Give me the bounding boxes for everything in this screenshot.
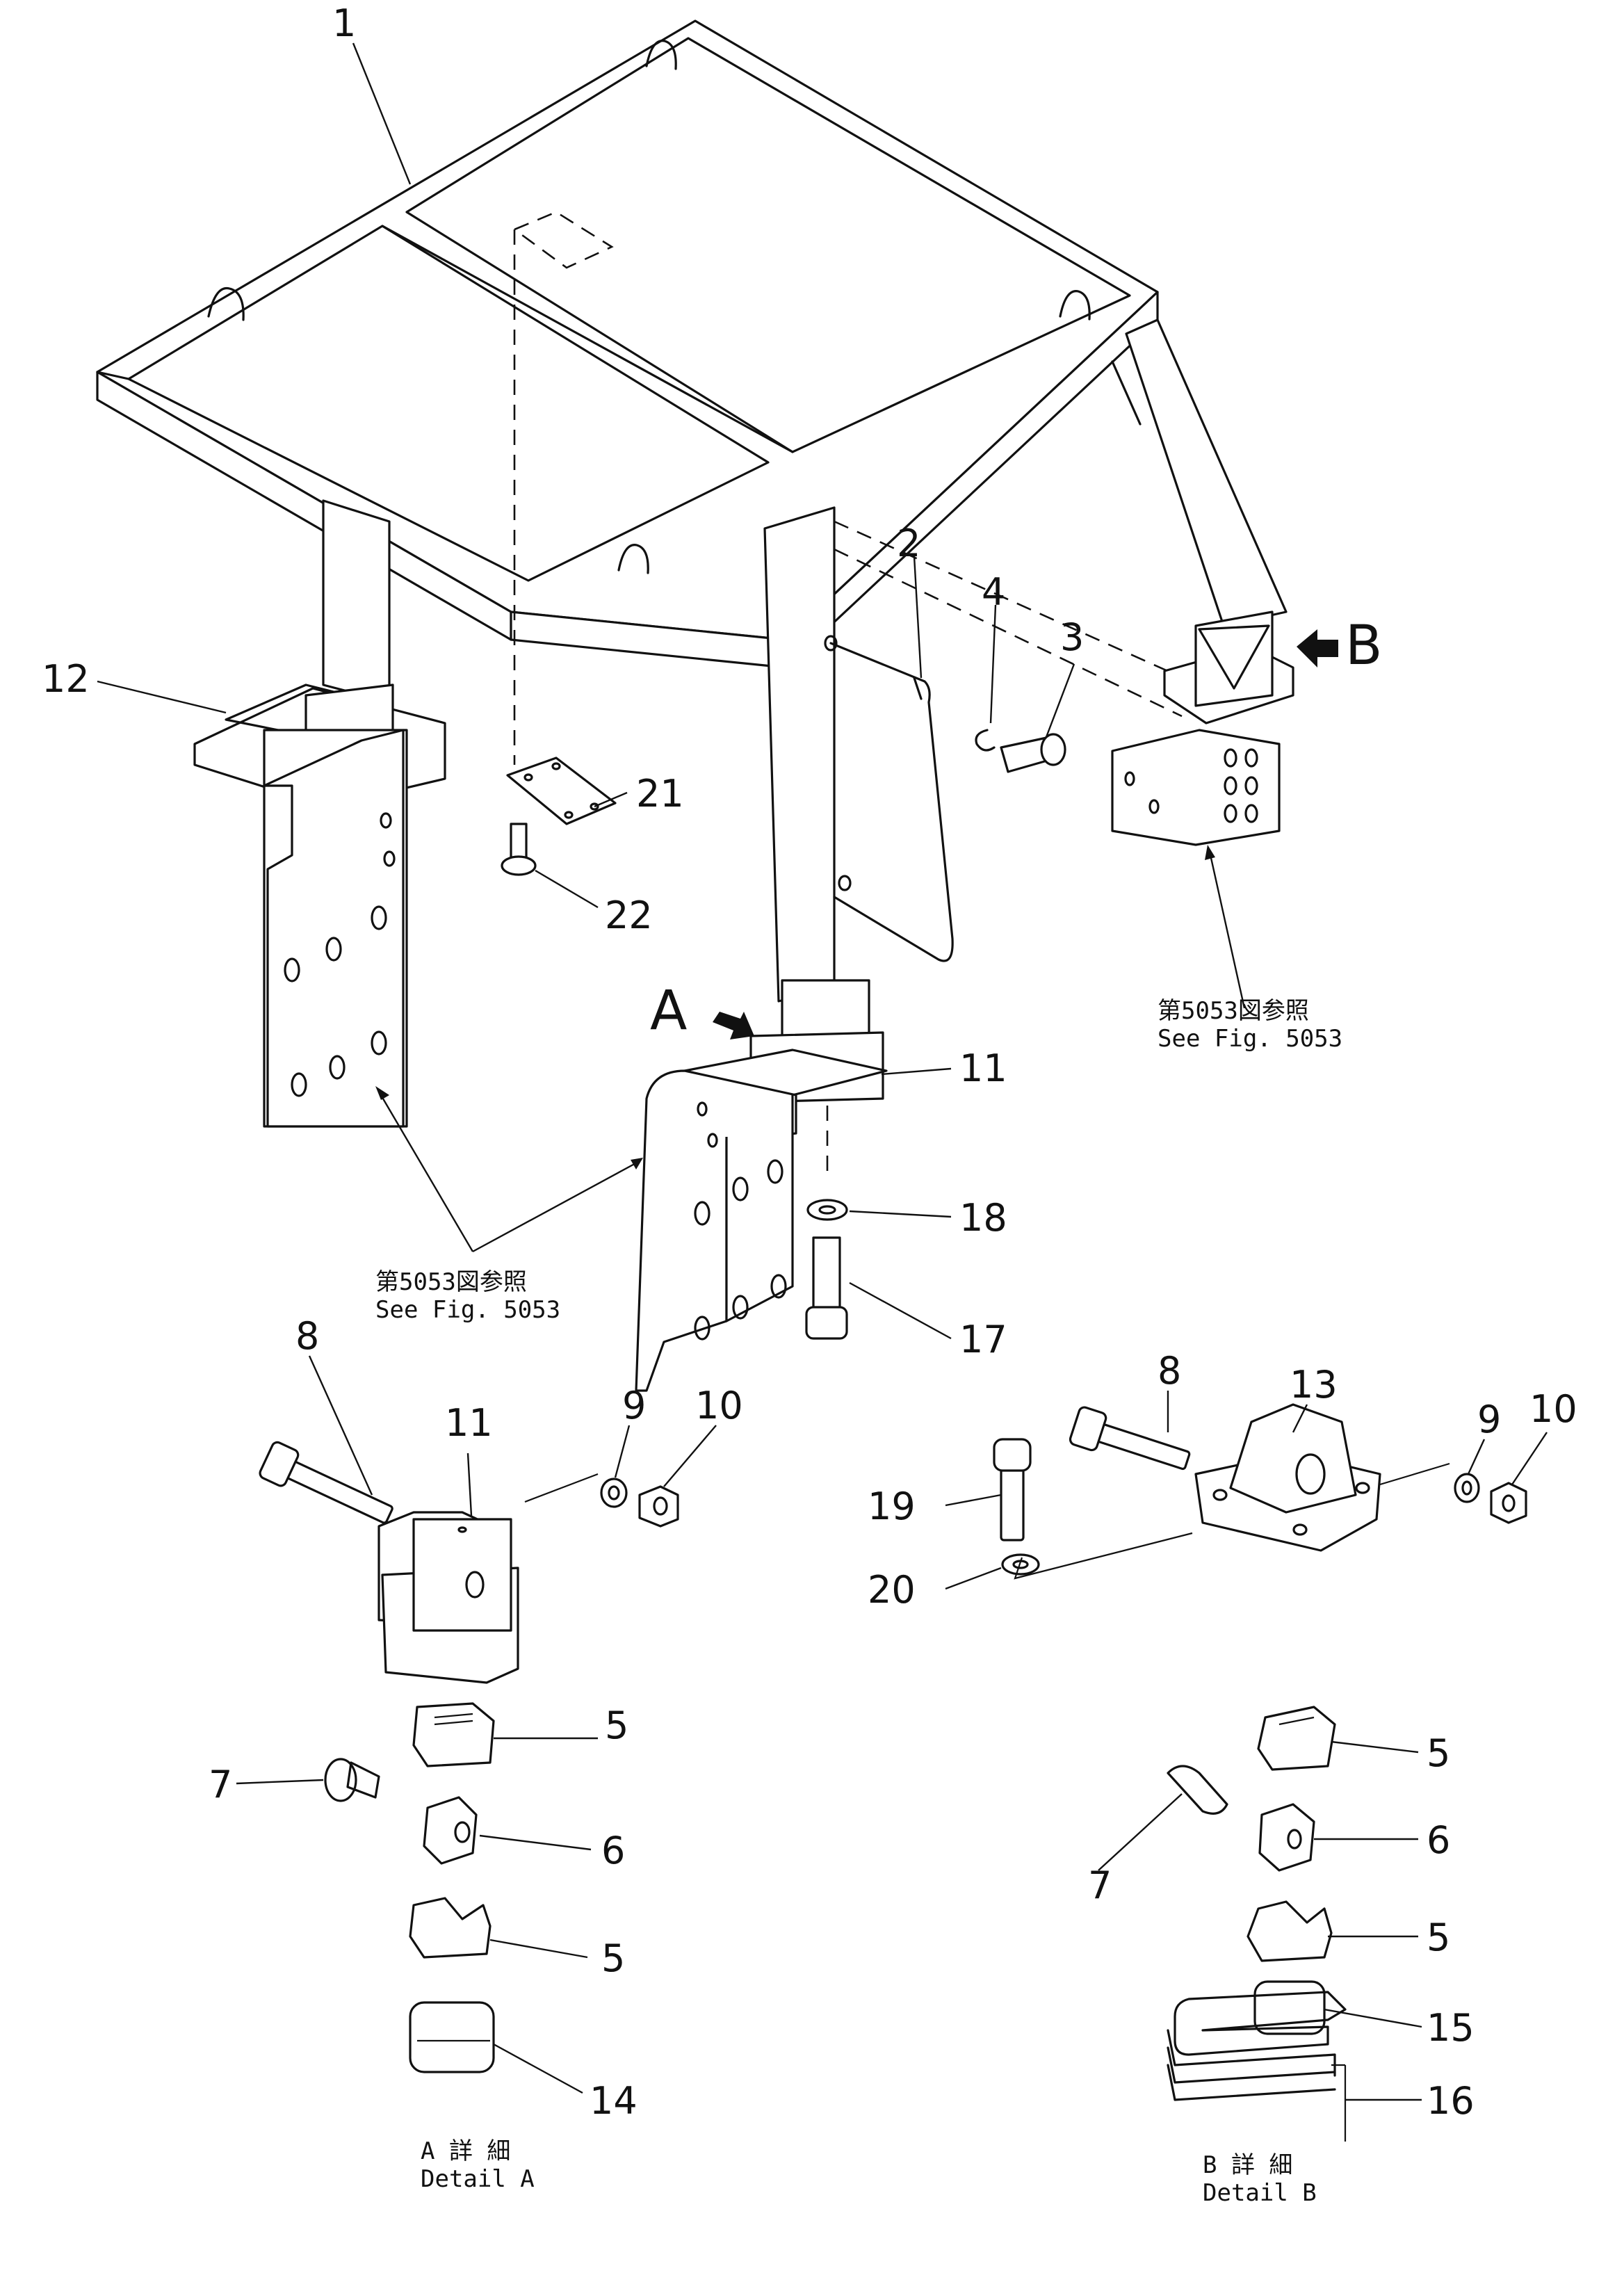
callout-19: 19 <box>868 1484 916 1528</box>
callout-12: 12 <box>42 657 90 701</box>
callout-4: 4 <box>982 570 1005 614</box>
callout-7-detail-b: 7 <box>1088 1863 1112 1907</box>
callout-11-main: 11 <box>959 1046 1007 1090</box>
callout-1: 1 <box>332 1 356 45</box>
center-mount-assembly <box>635 979 888 1392</box>
right-mount-assembly <box>1111 610 1294 846</box>
callout-5-bottom-detail-a: 5 <box>601 1936 625 1980</box>
bolt-holes-right <box>1124 748 1258 823</box>
callout-numbers: 1 2 4 3 12 21 22 11 18 17 8 11 9 10 5 7 … <box>42 1 1577 2123</box>
detail-captions: A 詳 細 Detail A B 詳 細 Detail B <box>421 2137 1317 2207</box>
detail-a-en: Detail A <box>421 2165 535 2193</box>
canopy-frame <box>96 19 1159 765</box>
callout-21: 21 <box>636 772 684 816</box>
callout-3: 3 <box>1060 615 1084 659</box>
callout-6-detail-b: 6 <box>1427 1818 1450 1862</box>
view-marker-b: B <box>1345 615 1383 677</box>
callout-20: 20 <box>868 1568 916 1612</box>
callout-18: 18 <box>959 1196 1007 1240</box>
callout-8-detail-a: 8 <box>295 1314 319 1358</box>
callout-10-detail-a: 10 <box>695 1384 743 1427</box>
callout-7-detail-a: 7 <box>209 1763 232 1806</box>
callout-22: 22 <box>605 893 653 937</box>
callout-9-detail-b: 9 <box>1477 1398 1501 1441</box>
reference-left-en: See Fig. 5053 <box>375 1296 560 1324</box>
detail-b-en: Detail B <box>1203 2179 1317 2207</box>
callout-10-detail-b: 10 <box>1529 1387 1577 1431</box>
detail-a-parts <box>259 1441 679 2073</box>
callout-16: 16 <box>1427 2079 1475 2123</box>
cover-plate-and-screw <box>501 756 617 876</box>
reference-right-en: See Fig. 5053 <box>1158 1025 1342 1053</box>
detail-b-jp: B 詳 細 <box>1203 2151 1292 2179</box>
detail-b-parts <box>993 1403 1527 2101</box>
callout-5-top-detail-b: 5 <box>1427 1731 1450 1775</box>
callout-5-top-detail-a: 5 <box>605 1704 628 1747</box>
reference-left-jp: 第5053図参照 <box>375 1268 527 1296</box>
callout-9-detail-a: 9 <box>622 1384 646 1427</box>
view-arrow-b <box>1297 629 1338 667</box>
callout-17: 17 <box>959 1318 1007 1361</box>
detail-a-jp: A 詳 細 <box>421 2137 510 2165</box>
view-arrow-a <box>713 1012 754 1039</box>
rod-and-pin <box>824 635 1066 962</box>
bolt-holes-center <box>694 1101 787 1341</box>
callout-2: 2 <box>897 521 920 565</box>
view-marker-labels: A B <box>650 615 1383 1042</box>
callout-5-bottom-detail-b: 5 <box>1427 1916 1450 1959</box>
callout-14: 14 <box>590 2079 638 2123</box>
callout-13: 13 <box>1290 1363 1338 1407</box>
reference-right-jp: 第5053図参照 <box>1158 997 1309 1025</box>
figure-references: 第5053図参照 See Fig. 5053 第5053図参照 See Fig.… <box>375 997 1342 1324</box>
callout-15: 15 <box>1427 2006 1475 2050</box>
bolt-holes-left <box>284 812 396 1097</box>
leader-lines <box>97 42 1548 2142</box>
left-mount-assembly <box>193 683 446 1128</box>
callout-8-detail-b: 8 <box>1158 1349 1181 1393</box>
callout-11-detail-a: 11 <box>445 1401 493 1445</box>
view-marker-a: A <box>650 980 687 1042</box>
canopy-posts <box>322 318 1288 1003</box>
callout-6-detail-a: 6 <box>601 1829 625 1872</box>
